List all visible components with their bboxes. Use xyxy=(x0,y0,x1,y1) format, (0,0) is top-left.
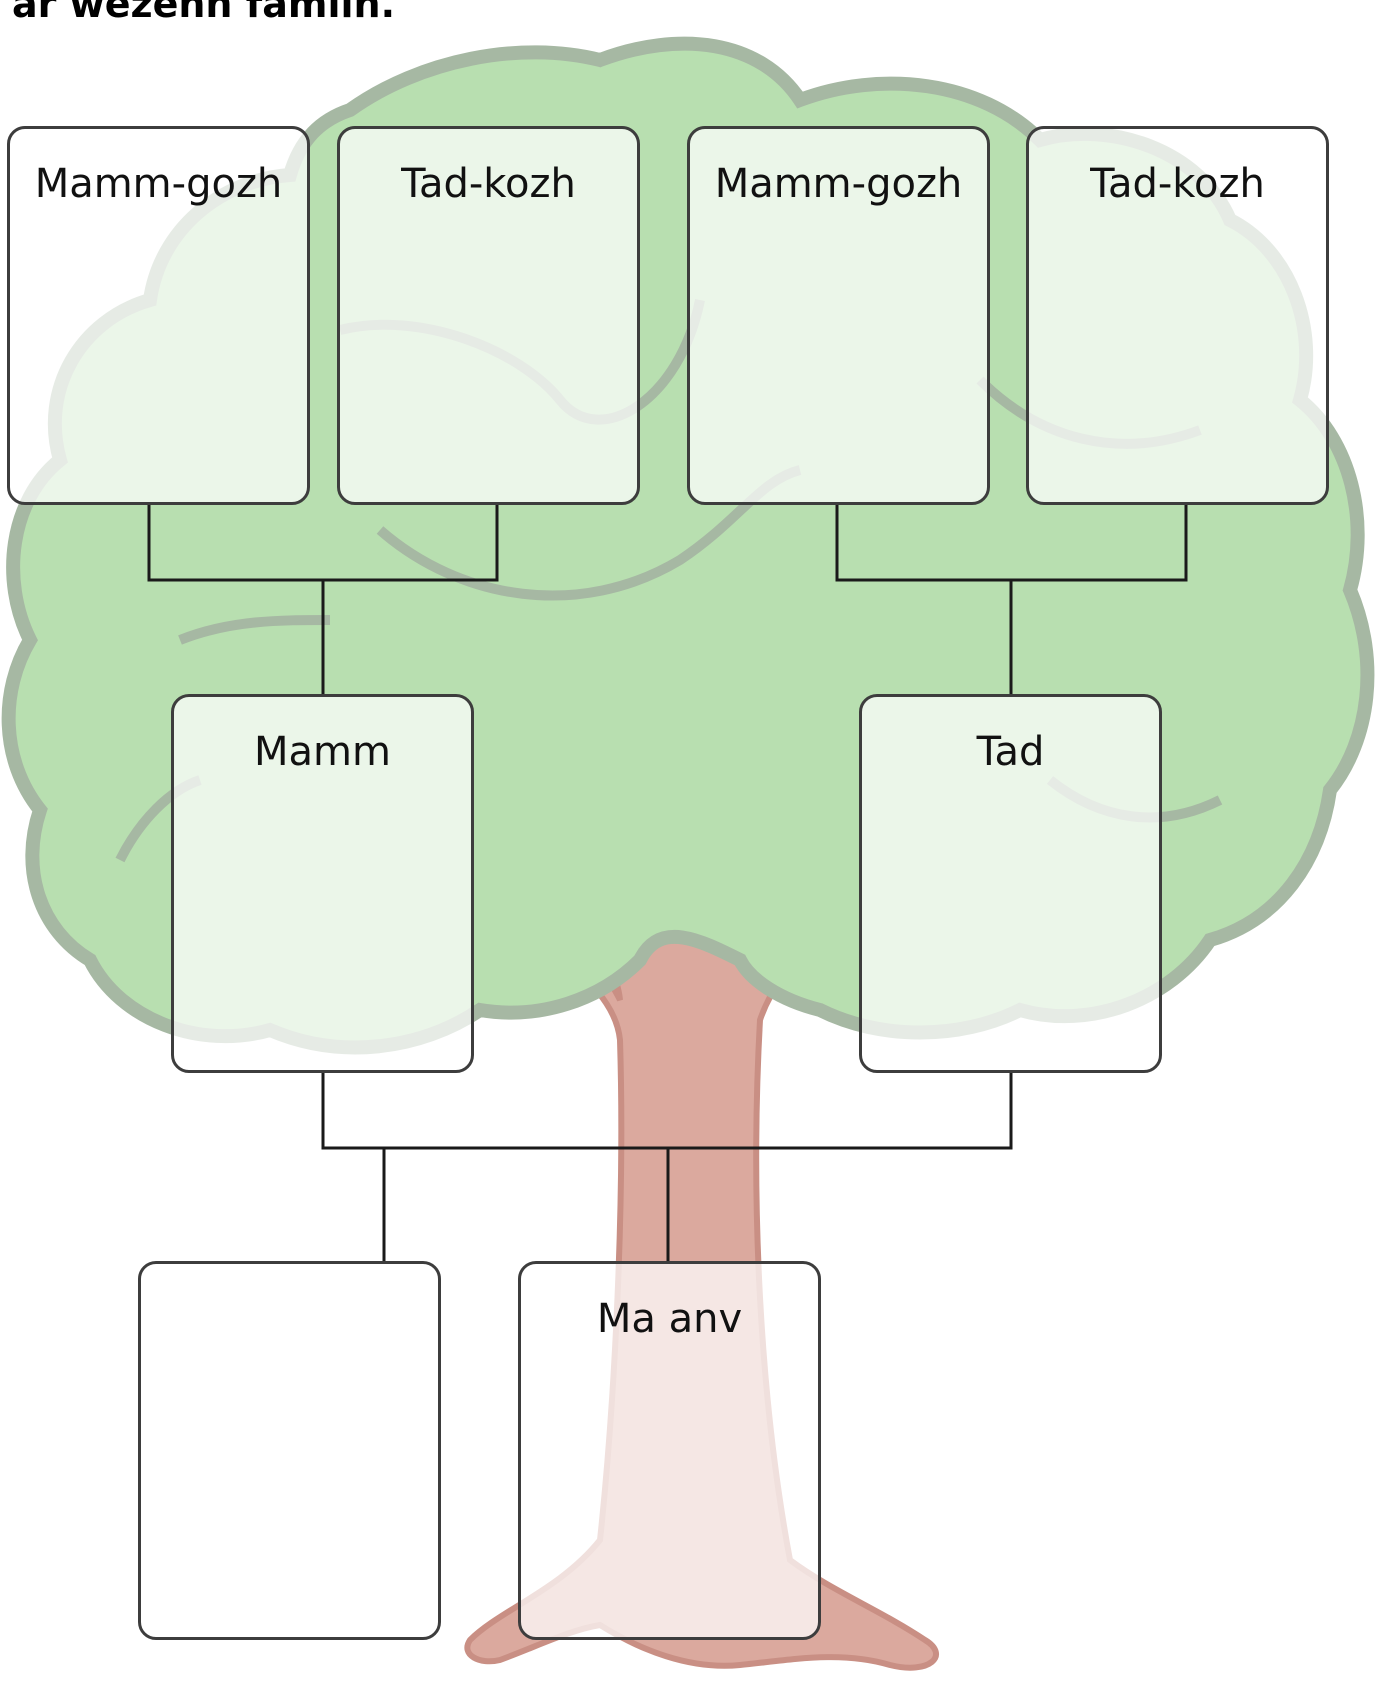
grandmother-left-box[interactable]: Mamm-gozh xyxy=(7,126,310,505)
mother-box[interactable]: Mamm xyxy=(171,694,474,1073)
father-box[interactable]: Tad xyxy=(859,694,1162,1073)
page-title: ar wezenn familh. xyxy=(12,0,396,26)
grandfather-left-label: Tad-kozh xyxy=(401,161,576,207)
sibling-label xyxy=(141,1264,438,1296)
grandmother-right-label: Mamm-gozh xyxy=(714,161,963,207)
grandfather-right-label: Tad-kozh xyxy=(1090,161,1265,207)
grandmother-left-label: Mamm-gozh xyxy=(34,161,283,207)
self-box[interactable]: Ma anv xyxy=(518,1261,821,1640)
grandmother-right-box[interactable]: Mamm-gozh xyxy=(687,126,990,505)
mother-label: Mamm xyxy=(254,729,391,775)
grandfather-right-box[interactable]: Tad-kozh xyxy=(1026,126,1329,505)
father-label: Tad xyxy=(976,729,1045,775)
sibling-box[interactable] xyxy=(138,1261,441,1640)
connectors xyxy=(147,503,1188,1261)
grandfather-left-box[interactable]: Tad-kozh xyxy=(337,126,640,505)
self-label: Ma anv xyxy=(596,1296,743,1342)
